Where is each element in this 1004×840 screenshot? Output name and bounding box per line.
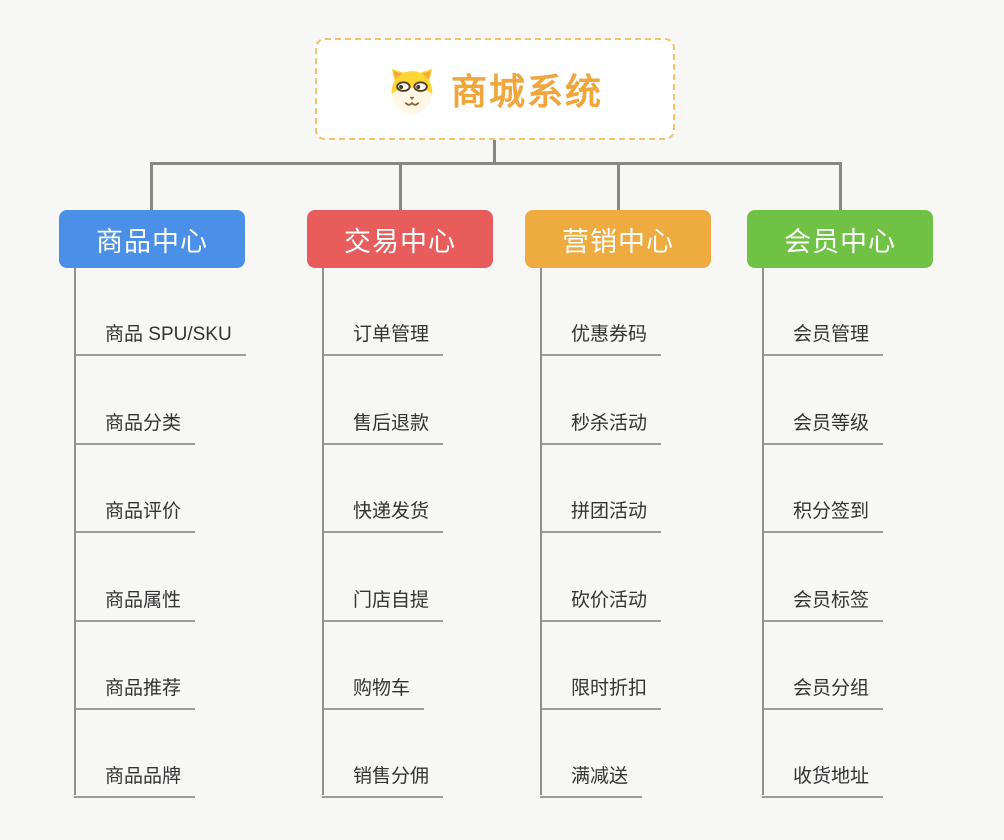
branch-members-children: 会员管理 会员等级 积分签到 会员标签 会员分组 收货地址 <box>747 268 997 799</box>
leaf-topic[interactable]: 限时折扣 <box>540 673 662 710</box>
branch-marketing-trunk <box>540 268 542 795</box>
connector-drop-trade <box>399 162 402 210</box>
connector-drop-members <box>839 162 842 210</box>
root-topic[interactable]: 商城系统 <box>315 38 675 140</box>
branch-marketing: 营销中心 优惠券码 秒杀活动 拼团活动 砍价活动 限时折扣 满减送 <box>525 210 775 799</box>
leaf-topic[interactable]: 商品评价 <box>74 496 196 534</box>
leaf-topic[interactable]: 会员标签 <box>762 585 884 622</box>
connector-root-drop <box>493 140 496 165</box>
branch-products-children: 商品 SPU/SKU 商品分类 商品评价 商品属性 商品推荐 商品品牌 <box>59 268 309 799</box>
leaf-topic[interactable]: 商品品牌 <box>74 761 196 799</box>
branch-trade: 交易中心 订单管理 售后退款 快递发货 门店自提 购物车 销售分佣 <box>307 210 557 799</box>
leaf-topic[interactable]: 满减送 <box>540 761 643 799</box>
leaf-topic[interactable]: 商品 SPU/SKU <box>74 319 246 357</box>
leaf-topic[interactable]: 售后退款 <box>322 408 444 445</box>
connector-drop-products <box>150 162 153 210</box>
leaf-topic[interactable]: 砍价活动 <box>540 585 662 622</box>
branch-products: 商品中心 商品 SPU/SKU 商品分类 商品评价 商品属性 商品推荐 商品品牌 <box>59 210 309 799</box>
leaf-topic[interactable]: 销售分佣 <box>322 761 444 799</box>
branch-trade-children: 订单管理 售后退款 快递发货 门店自提 购物车 销售分佣 <box>307 268 557 799</box>
connector-rail <box>151 162 841 165</box>
leaf-topic[interactable]: 商品分类 <box>74 408 196 445</box>
branch-node-members[interactable]: 会员中心 <box>747 210 933 268</box>
leaf-topic[interactable]: 购物车 <box>322 673 425 710</box>
leaf-topic[interactable]: 会员分组 <box>762 673 884 710</box>
leaf-topic[interactable]: 会员管理 <box>762 319 884 357</box>
leaf-topic[interactable]: 门店自提 <box>322 585 444 622</box>
leaf-topic[interactable]: 快递发货 <box>322 496 444 534</box>
branch-node-trade[interactable]: 交易中心 <box>307 210 493 268</box>
leaf-topic[interactable]: 商品推荐 <box>74 673 196 710</box>
leaf-topic[interactable]: 积分签到 <box>762 496 884 534</box>
leaf-topic[interactable]: 拼团活动 <box>540 496 662 534</box>
dog-face-icon <box>391 68 433 114</box>
leaf-topic[interactable]: 秒杀活动 <box>540 408 662 445</box>
leaf-topic[interactable]: 会员等级 <box>762 408 884 445</box>
connector-drop-marketing <box>617 162 620 210</box>
branch-members-trunk <box>762 268 764 795</box>
leaf-topic[interactable]: 商品属性 <box>74 585 196 622</box>
leaf-topic[interactable]: 优惠券码 <box>540 319 662 357</box>
branch-node-marketing[interactable]: 营销中心 <box>525 210 711 268</box>
root-topic-label: 商城系统 <box>450 71 603 112</box>
branch-members: 会员中心 会员管理 会员等级 积分签到 会员标签 会员分组 收货地址 <box>747 210 997 799</box>
branch-node-products[interactable]: 商品中心 <box>59 210 245 268</box>
leaf-topic[interactable]: 收货地址 <box>762 761 884 799</box>
branch-marketing-children: 优惠券码 秒杀活动 拼团活动 砍价活动 限时折扣 满减送 <box>525 268 775 799</box>
branch-trade-trunk <box>322 268 324 795</box>
leaf-topic[interactable]: 订单管理 <box>322 319 444 357</box>
branch-products-trunk <box>74 268 76 795</box>
